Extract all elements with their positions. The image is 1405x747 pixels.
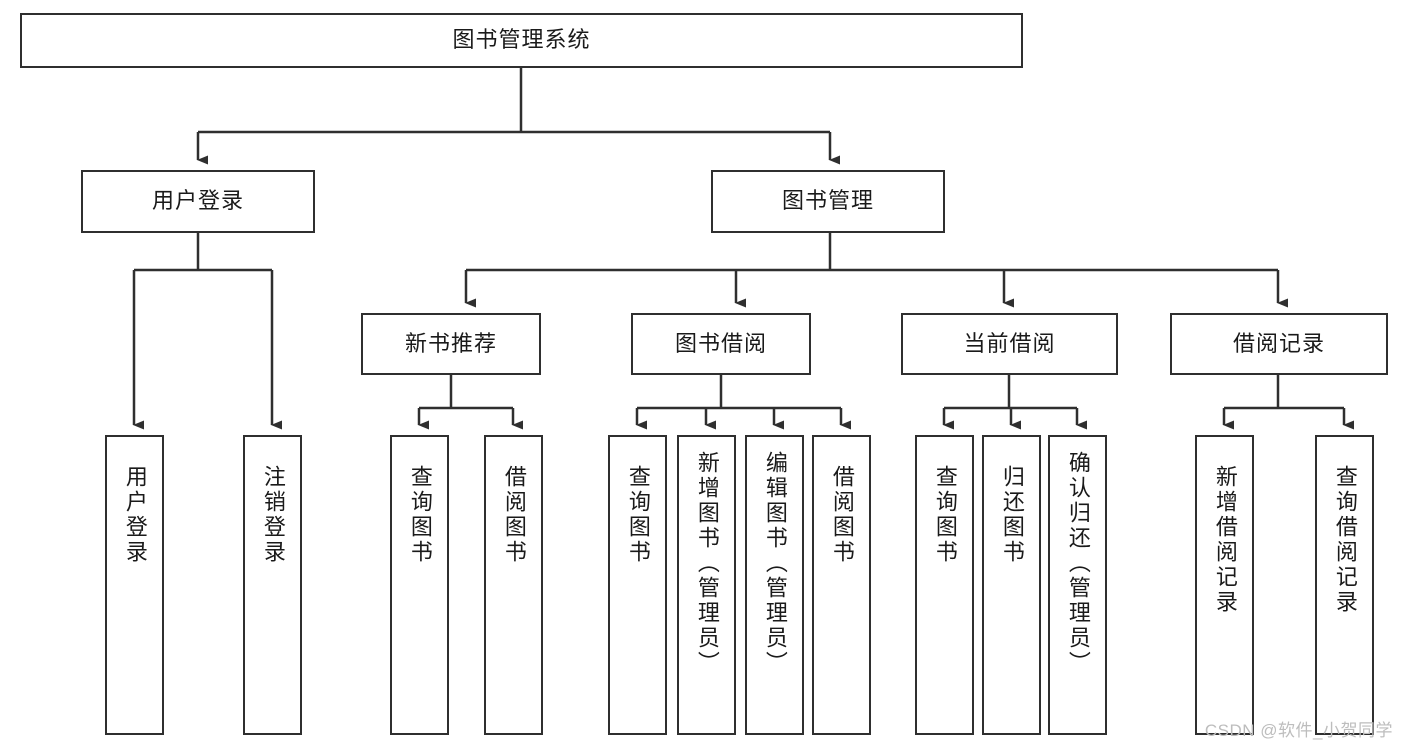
node-new-book-recommend[interactable]: 新书推荐 <box>361 313 541 375</box>
node-user-login[interactable]: 用户登录 <box>81 170 315 233</box>
node-leaf-user-login-label: 用户登录 <box>122 465 148 565</box>
node-leaf-add-book-label: 新增图书（管理员） <box>694 451 720 676</box>
node-root-label: 图书管理系统 <box>452 27 591 53</box>
node-leaf-query-book-1[interactable]: 查询图书 <box>390 435 449 735</box>
node-new-book-recommend-label: 新书推荐 <box>404 330 497 356</box>
csdn-watermark: CSDN @软件_小贺同学 <box>1204 721 1393 740</box>
node-leaf-edit-book-label: 编辑图书（管理员） <box>762 451 788 676</box>
node-leaf-borrow-book-1[interactable]: 借阅图书 <box>484 435 543 735</box>
node-leaf-user-login[interactable]: 用户登录 <box>105 435 164 735</box>
node-book-manage-label: 图书管理 <box>781 188 874 214</box>
node-borrow-record-label: 借阅记录 <box>1232 330 1325 356</box>
node-leaf-borrow-book-2[interactable]: 借阅图书 <box>812 435 871 735</box>
node-leaf-confirm-return-label: 确认归还（管理员） <box>1065 451 1091 676</box>
node-leaf-query-borrow-record-label: 查询借阅记录 <box>1332 465 1358 615</box>
node-current-borrow-label: 当前借阅 <box>963 330 1056 356</box>
node-leaf-query-book-2-label: 查询图书 <box>625 465 651 565</box>
node-leaf-query-borrow-record[interactable]: 查询借阅记录 <box>1315 435 1374 735</box>
node-leaf-edit-book[interactable]: 编辑图书（管理员） <box>745 435 804 735</box>
node-book-borrow[interactable]: 图书借阅 <box>631 313 811 375</box>
node-leaf-borrow-book-2-label: 借阅图书 <box>829 465 855 565</box>
node-book-manage[interactable]: 图书管理 <box>711 170 945 233</box>
node-leaf-add-borrow-record-label: 新增借阅记录 <box>1212 465 1238 615</box>
node-leaf-query-book-2[interactable]: 查询图书 <box>608 435 667 735</box>
node-user-login-label: 用户登录 <box>151 188 244 214</box>
node-leaf-user-logout-label: 注销登录 <box>260 465 286 565</box>
node-leaf-add-borrow-record[interactable]: 新增借阅记录 <box>1195 435 1254 735</box>
node-root-system[interactable]: 图书管理系统 <box>20 13 1023 68</box>
node-borrow-record[interactable]: 借阅记录 <box>1170 313 1388 375</box>
node-leaf-add-book[interactable]: 新增图书（管理员） <box>677 435 736 735</box>
node-current-borrow[interactable]: 当前借阅 <box>901 313 1118 375</box>
node-leaf-return-book-label: 归还图书 <box>999 465 1025 565</box>
node-leaf-return-book[interactable]: 归还图书 <box>982 435 1041 735</box>
node-leaf-borrow-book-1-label: 借阅图书 <box>501 465 527 565</box>
node-leaf-query-book-3-label: 查询图书 <box>932 465 958 565</box>
node-leaf-user-logout[interactable]: 注销登录 <box>243 435 302 735</box>
node-book-borrow-label: 图书借阅 <box>674 330 767 356</box>
node-leaf-confirm-return[interactable]: 确认归还（管理员） <box>1048 435 1107 735</box>
node-leaf-query-book-1-label: 查询图书 <box>407 465 433 565</box>
node-leaf-query-book-3[interactable]: 查询图书 <box>915 435 974 735</box>
